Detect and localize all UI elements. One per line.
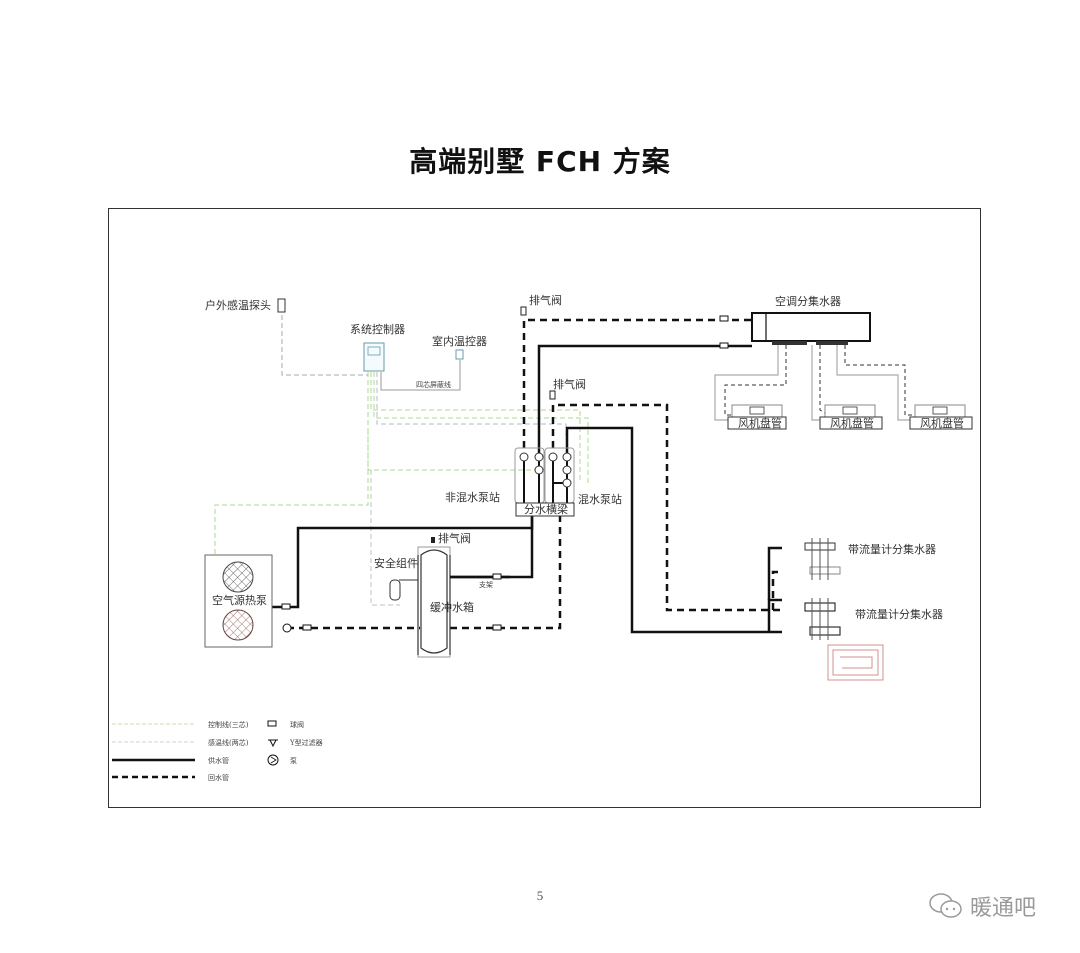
floor-manifold-1: 带流量计分集水器 — [804, 538, 936, 580]
watermark-text: 暖通吧 — [970, 896, 1037, 921]
shielded-cable-line — [380, 360, 461, 391]
mixing-valve-icon — [562, 478, 572, 488]
sensor-icon — [277, 298, 286, 313]
pump-icon — [267, 754, 279, 766]
pump-icon — [562, 465, 572, 475]
fan-coil-label: 风机盘管 — [738, 416, 782, 430]
page-title: 高端别墅 FCH 方案 — [409, 145, 671, 178]
air-vent-label: 排气阀 — [438, 531, 471, 545]
watermark: 暖通吧 — [928, 890, 1036, 922]
system-controller: 系统控制器 — [350, 322, 405, 372]
svg-text:回水管: 回水管 — [208, 773, 229, 782]
floor-heating-loop — [827, 644, 884, 681]
air-vent-icon — [549, 390, 556, 400]
bracket-label: 支架 — [479, 580, 493, 589]
air-vent-icon — [431, 537, 435, 543]
air-vent-label: 排气阀 — [553, 377, 586, 391]
safety-group-label: 安全组件 — [374, 556, 418, 570]
return-pipes — [287, 318, 782, 630]
svg-text:泵: 泵 — [290, 757, 297, 765]
mixing-pump-station-label: 混水泵站 — [578, 492, 622, 506]
pump-icon — [534, 465, 544, 475]
distribution-rack — [515, 502, 575, 517]
buffer-tank: 排气阀 缓冲水箱 支架 — [417, 531, 510, 658]
heat-pump: 空气源热泵 — [204, 554, 312, 648]
air-vent-mid: 排气阀 — [549, 377, 586, 400]
air-vent-icon — [520, 306, 527, 316]
floor-manifold-label: 带流量计分集水器 — [855, 607, 943, 621]
controller-icon — [363, 342, 385, 372]
svg-text:Y型过滤器: Y型过滤器 — [289, 738, 323, 747]
thermostat-icon — [455, 349, 464, 360]
direct-pump-station-label: 非混水泵站 — [445, 490, 500, 504]
diagram-frame — [108, 208, 981, 808]
outdoor-sensor-cable — [281, 315, 368, 376]
safety-group: 安全组件 — [374, 556, 418, 601]
svg-text:感温线(两芯): 感温线(两芯) — [208, 738, 249, 747]
page-number: 5 — [536, 888, 544, 903]
svg-text:球阀: 球阀 — [290, 720, 304, 729]
fan-coil-label: 风机盘管 — [830, 416, 874, 430]
floor-manifold-2: 带流量计分集水器 — [804, 598, 943, 681]
distribution-rack-label: 分水横梁 — [524, 502, 568, 516]
floor-manifold-label: 带流量计分集水器 — [848, 542, 936, 556]
ball-valve-icon — [719, 315, 729, 322]
thermometer-icon — [534, 452, 544, 462]
system-controller-label: 系统控制器 — [350, 322, 405, 336]
thermometer-icon — [548, 452, 558, 462]
outdoor-sensor-label: 户外感温探头 — [205, 298, 271, 312]
legend: 控制线(三芯) 感温线(两芯) 供水管 回水管 球阀 Y型过滤器 泵 — [112, 720, 323, 782]
ball-valve-icon — [281, 603, 291, 610]
fan-coil-label: 风机盘管 — [920, 416, 964, 430]
room-thermostat: 室内温控器 四芯屏蔽线 — [416, 334, 487, 389]
room-thermostat-label: 室内温控器 — [432, 334, 487, 348]
wechat-icon — [929, 893, 962, 918]
outdoor-sensor: 户外感温探头 — [205, 298, 286, 313]
ball-valve-icon — [267, 720, 277, 727]
pump-icon — [282, 623, 292, 633]
fan-coil-icon — [932, 406, 948, 415]
fan-coil-icon — [842, 406, 858, 415]
fan-coil-connections — [714, 345, 915, 421]
shielded-cable-label: 四芯屏蔽线 — [416, 380, 451, 389]
y-strainer-icon — [268, 739, 278, 748]
ac-manifold: 空调分集水器 — [719, 294, 871, 349]
heat-pump-label: 空气源热泵 — [212, 593, 267, 607]
fan-coil-2: 风机盘管 — [819, 404, 883, 430]
svg-text:控制线(三芯): 控制线(三芯) — [208, 720, 249, 729]
ball-valve-icon — [492, 573, 502, 580]
supply-pipes — [271, 344, 782, 634]
air-vent-top: 排气阀 — [520, 293, 562, 316]
fan-coil-1: 风机盘管 — [727, 404, 787, 430]
thermometer-icon — [519, 452, 529, 462]
control-lines — [214, 315, 589, 606]
ball-valve-icon — [492, 624, 502, 631]
buffer-tank-label: 缓冲水箱 — [430, 600, 474, 614]
ball-valve-icon — [302, 624, 312, 631]
svg-text:供水管: 供水管 — [208, 756, 229, 765]
thermometer-icon — [562, 452, 572, 462]
air-vent-label: 排气阀 — [529, 293, 562, 307]
ball-valve-icon — [719, 342, 729, 349]
ac-manifold-label: 空调分集水器 — [775, 294, 841, 308]
expansion-vessel-icon — [389, 579, 401, 601]
fan-icon — [222, 561, 254, 593]
pump-stations: 非混水泵站 混水泵站 分水横梁 — [445, 447, 622, 517]
fan-icon — [222, 609, 254, 641]
fan-coil-icon — [749, 406, 765, 415]
fan-coil-3: 风机盘管 — [909, 404, 973, 430]
